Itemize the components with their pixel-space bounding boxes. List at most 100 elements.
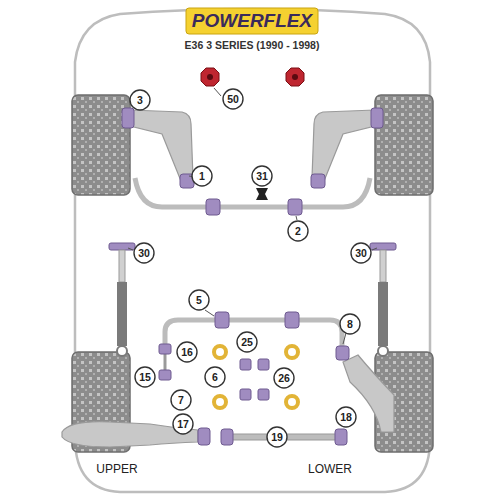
callout-number: 6 <box>204 366 226 388</box>
part-label: UPPER <box>96 463 137 476</box>
callout-circle: 25 <box>236 331 258 353</box>
callout-circle: 30 <box>133 242 155 264</box>
diff-mount-bush <box>240 359 251 370</box>
bar-bush <box>206 199 220 215</box>
callout-number: 16 <box>176 341 198 363</box>
callout-ring <box>252 166 272 186</box>
red-bush-core <box>292 74 298 80</box>
diff-mount-bush <box>258 389 269 400</box>
callout-ring <box>205 367 225 387</box>
callout-number: 1 <box>191 165 213 187</box>
callout-circle: 5 <box>188 289 210 311</box>
callout-number: 17 <box>172 413 194 435</box>
callout-number: 25 <box>236 331 258 353</box>
wheels <box>375 95 433 195</box>
logo-box <box>186 8 318 34</box>
callout-number: 7 <box>170 389 192 411</box>
leader-line <box>372 248 377 250</box>
arm-bush <box>336 346 349 360</box>
callout-number: 26 <box>273 367 295 389</box>
strut <box>380 250 386 282</box>
callout-ring <box>223 89 243 109</box>
front-wishbone <box>122 108 194 188</box>
callout-circle: 16 <box>176 341 198 363</box>
callout-circle: 2 <box>287 220 309 242</box>
callout-ring <box>130 90 150 110</box>
callout-circle: 17 <box>172 413 194 435</box>
callout-circle: 18 <box>335 406 357 428</box>
leader-line <box>128 88 377 344</box>
part-label: LOWER <box>308 463 352 476</box>
callout-ring <box>274 368 294 388</box>
callout-number: 3 <box>129 89 151 111</box>
strut <box>119 250 125 282</box>
diff-mount-bush <box>258 359 269 370</box>
strut <box>370 243 396 250</box>
callout-ring <box>177 342 197 362</box>
callout-circle: 26 <box>273 367 295 389</box>
callout-circle: 30 <box>350 242 372 264</box>
leader-line <box>214 88 221 96</box>
bar-bush <box>285 312 299 328</box>
callout-circle: 6 <box>204 366 226 388</box>
front-anti-roll-bar <box>135 178 370 207</box>
link-bush <box>221 429 233 445</box>
diff-mount-bush <box>214 346 226 358</box>
front-wishbone <box>122 108 134 128</box>
callout-number: 50 <box>222 88 244 110</box>
callout-ring <box>135 367 155 387</box>
red-bush-core <box>207 74 213 80</box>
diff-mount-bush <box>240 389 251 400</box>
red-bush <box>201 68 219 86</box>
callout-ring <box>192 166 212 186</box>
strut <box>109 243 135 356</box>
callout-circle: 8 <box>339 313 361 335</box>
diagram-title: E36 3 SERIES (1990 - 1998) <box>185 40 320 52</box>
callout-number: 2 <box>287 220 309 242</box>
front-wishbone <box>130 110 193 181</box>
front-wishbone <box>311 108 383 188</box>
strut <box>117 282 127 346</box>
leader-line <box>343 333 346 344</box>
link-bush <box>159 344 171 354</box>
callout-ring <box>288 221 308 241</box>
callout-ring <box>336 407 356 427</box>
callout-number: 18 <box>335 406 357 428</box>
callout-ring <box>171 390 191 410</box>
leader-line <box>296 216 297 220</box>
callout-ring <box>189 290 209 310</box>
diff-mount-bush <box>214 346 298 408</box>
callout-circle: 19 <box>266 426 288 448</box>
wheels <box>72 95 433 452</box>
red-bush <box>286 68 304 86</box>
callout-number: 19 <box>266 426 288 448</box>
strut <box>378 346 388 356</box>
black-bush <box>256 188 268 200</box>
arm-bush <box>198 428 210 445</box>
callout-ring <box>267 427 287 447</box>
strut <box>117 346 127 356</box>
strut <box>370 243 396 356</box>
callout-ring <box>134 243 154 263</box>
wheels <box>72 95 130 195</box>
callout-ring <box>173 414 193 434</box>
strut <box>378 282 388 346</box>
bar-bush <box>215 312 229 328</box>
bar-bush <box>288 199 302 215</box>
callout-number: 30 <box>350 242 372 264</box>
callout-circle: 50 <box>222 88 244 110</box>
callout-number: 15 <box>134 366 156 388</box>
callout-number: 8 <box>339 313 361 335</box>
callout-circle: 1 <box>191 165 213 187</box>
leader-line <box>205 310 214 316</box>
brand-logo: POWERFLEX <box>192 11 312 32</box>
callout-circle: 31 <box>251 165 273 187</box>
strut <box>109 243 135 250</box>
leader-line <box>128 248 133 250</box>
callout-circle: 7 <box>170 389 192 411</box>
diff-mount-bush <box>286 346 298 358</box>
callout-number: 5 <box>188 289 210 311</box>
callout-number: 30 <box>133 242 155 264</box>
